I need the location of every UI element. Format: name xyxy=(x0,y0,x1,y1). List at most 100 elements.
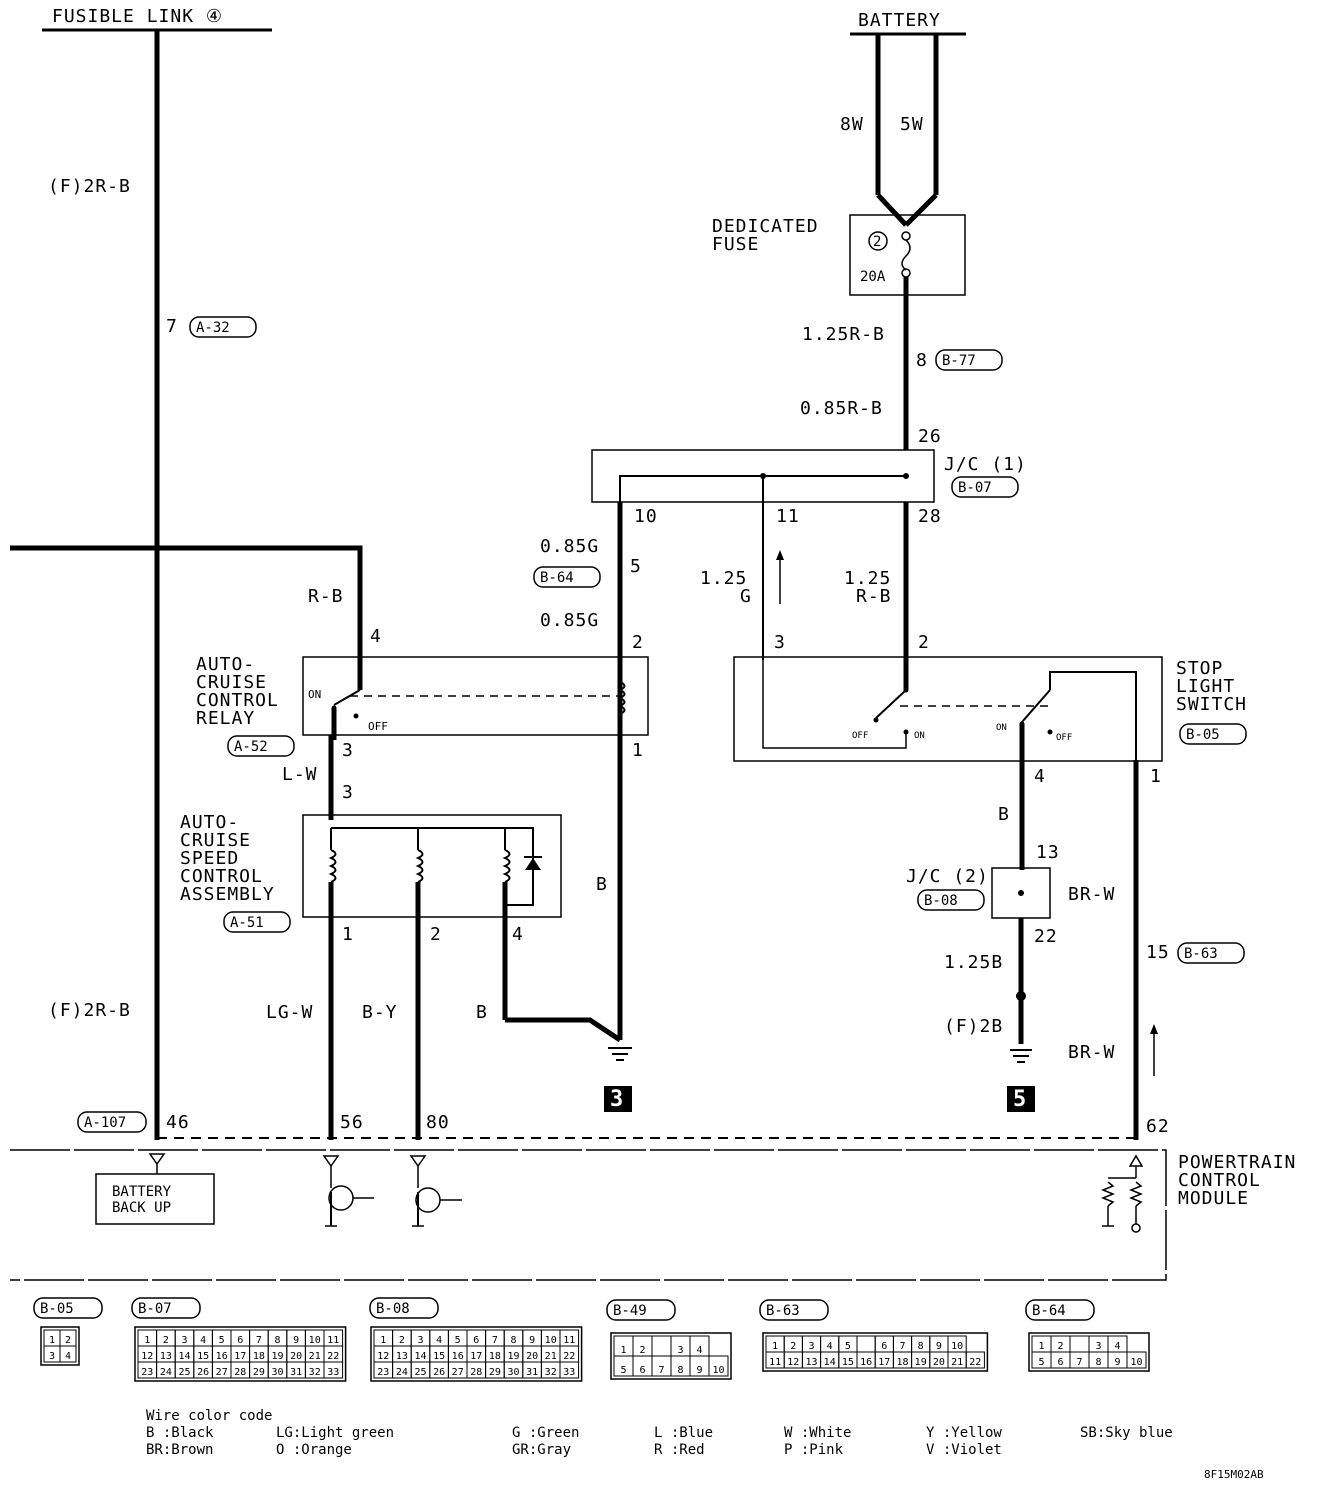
relay-label-1: AUTO- xyxy=(196,654,255,675)
relay-off-label: OFF xyxy=(368,720,388,733)
conn-pin-b07: 25 xyxy=(178,1367,190,1378)
stop-label-2: LIGHT xyxy=(1176,676,1235,697)
conn-pin-b64: 5 xyxy=(1038,1357,1044,1368)
wire-125rb-color: R-B xyxy=(856,586,892,607)
legend-brown: BR:Brown xyxy=(146,1442,213,1458)
conn-pin-b08: 25 xyxy=(414,1367,426,1378)
conn-pin-b63: 13 xyxy=(805,1357,817,1368)
jc1-label: J/C (1) xyxy=(944,454,1027,475)
conn-pin-b08: 33 xyxy=(563,1367,575,1378)
conn-pin-b07: 6 xyxy=(237,1335,243,1346)
conn-pin-b08: 3 xyxy=(417,1335,423,1346)
conn-pin-b49: 4 xyxy=(696,1345,702,1356)
legend-green: G :Green xyxy=(512,1425,579,1441)
conn-pin-b63: 6 xyxy=(881,1341,887,1352)
conn-pin-b63: 2 xyxy=(790,1341,796,1352)
stop-pin-2: 2 xyxy=(918,632,930,653)
conn-pin-b63: 16 xyxy=(860,1357,872,1368)
conn-pin-b07: 32 xyxy=(309,1367,321,1378)
pcm-label-1: POWERTRAIN xyxy=(1178,1152,1296,1173)
conn-pin-b07: 8 xyxy=(274,1335,280,1346)
conn-pin-b07: 14 xyxy=(178,1351,190,1362)
battery-wire-8w: 8W xyxy=(840,114,864,135)
conn-pin-b08: 8 xyxy=(510,1335,516,1346)
jc2-pin-13: 13 xyxy=(1036,842,1060,863)
battery-wire-5w: 5W xyxy=(900,114,924,135)
conn-pin-b49: 10 xyxy=(712,1365,724,1376)
conn-pin-b07: 31 xyxy=(290,1367,302,1378)
conn-pin-b64: 9 xyxy=(1114,1357,1120,1368)
conn-pin-b49: 7 xyxy=(658,1365,664,1376)
conn-pin-b08: 28 xyxy=(470,1367,482,1378)
conn-pin-b08: 20 xyxy=(526,1351,538,1362)
legend-pink: P :Pink xyxy=(784,1442,844,1458)
conn-pin-b05: 2 xyxy=(65,1335,71,1346)
stop-pin-1: 1 xyxy=(1150,766,1162,787)
conn-pin-b08: 21 xyxy=(545,1351,557,1362)
jc1-pin-28: 28 xyxy=(918,506,942,527)
conn-pin-b07: 3 xyxy=(181,1335,187,1346)
conn-pin-b07: 13 xyxy=(160,1351,172,1362)
conn-b63-inline: B-63 xyxy=(1184,946,1218,962)
conn-pin-b64: 1 xyxy=(1038,1341,1044,1352)
conn-pin-b08: 1 xyxy=(380,1335,386,1346)
conn-pin-b07: 12 xyxy=(141,1351,153,1362)
conn-pin-b63: 10 xyxy=(951,1341,963,1352)
conn-pin-b07: 22 xyxy=(327,1351,339,1362)
conn-a32: A-32 xyxy=(196,320,230,336)
conn-pin-b08: 6 xyxy=(473,1335,479,1346)
assembly-pin-2: 2 xyxy=(430,924,442,945)
lw-wire: L-W xyxy=(282,764,318,785)
conn-pin-b08: 17 xyxy=(470,1351,482,1362)
conn-pin-b08: 13 xyxy=(396,1351,408,1362)
conn-pin-b07: 20 xyxy=(290,1351,302,1362)
battery-label: BATTERY xyxy=(858,10,941,31)
conn-pin-b07: 21 xyxy=(309,1351,321,1362)
conn-pin-b07: 9 xyxy=(293,1335,299,1346)
conn-b05: B-05 xyxy=(1186,727,1220,743)
conn-pin-b08: 18 xyxy=(489,1351,501,1362)
jc2-out-wire: 1.25B xyxy=(944,952,1003,973)
conn-pin-b07: 7 xyxy=(256,1335,262,1346)
relay-pin-2: 2 xyxy=(632,632,644,653)
assembly-wire-lgw: LG-W xyxy=(266,1002,313,1023)
legend-black: B :Black xyxy=(146,1425,214,1441)
conn-pin-b63: 19 xyxy=(915,1357,927,1368)
legend-red: R :Red xyxy=(654,1442,705,1458)
legend-light-green: LG:Light green xyxy=(276,1425,394,1441)
conn-pin-b63: 12 xyxy=(787,1357,799,1368)
conn-pin-b63: 22 xyxy=(969,1357,981,1368)
conn-pin-b08: 19 xyxy=(507,1351,519,1362)
stop-light-box xyxy=(733,656,1163,762)
conn-pin-b63: 14 xyxy=(824,1357,836,1368)
conn-pin-b08: 23 xyxy=(377,1367,389,1378)
conn-pin-b07: 29 xyxy=(253,1367,265,1378)
ground-3-label: 3 xyxy=(610,1087,623,1112)
stop-off-2: OFF xyxy=(1056,733,1072,743)
conn-pin-b08: 12 xyxy=(377,1351,389,1362)
fuse-number: 2 xyxy=(873,234,881,250)
conn-pin-b07: 24 xyxy=(160,1367,172,1378)
conn-pin-b07: 18 xyxy=(253,1351,265,1362)
b64-pin-5: 5 xyxy=(630,556,642,577)
conn-pin-b63: 8 xyxy=(918,1341,924,1352)
legend-gray: GR:Gray xyxy=(512,1442,571,1458)
conn-pin-b49: 3 xyxy=(677,1345,683,1356)
conn-pin-b08: 15 xyxy=(433,1351,445,1362)
conn-pin-b07: 19 xyxy=(271,1351,283,1362)
conn-pin-b63: 18 xyxy=(896,1357,908,1368)
wire-125g-size: 1.25 xyxy=(700,568,747,589)
conn-pin-b49: 8 xyxy=(677,1365,683,1376)
stop-pin-3: 3 xyxy=(774,632,786,653)
jc1-pin-26: 26 xyxy=(918,426,942,447)
wire-125rb-size: 1.25 xyxy=(844,568,891,589)
legend-sky-blue: SB:Sky blue xyxy=(1080,1425,1173,1441)
assembly-wire-by: B-Y xyxy=(362,1002,398,1023)
relay-feed-wire: R-B xyxy=(308,586,344,607)
conn-pin-b07: 5 xyxy=(219,1335,225,1346)
fuse-out-wire-1: 1.25R-B xyxy=(802,324,885,345)
legend-blue: L :Blue xyxy=(654,1425,713,1441)
conn-a52: A-52 xyxy=(234,739,268,755)
assembly-label-5: ASSEMBLY xyxy=(180,884,275,905)
